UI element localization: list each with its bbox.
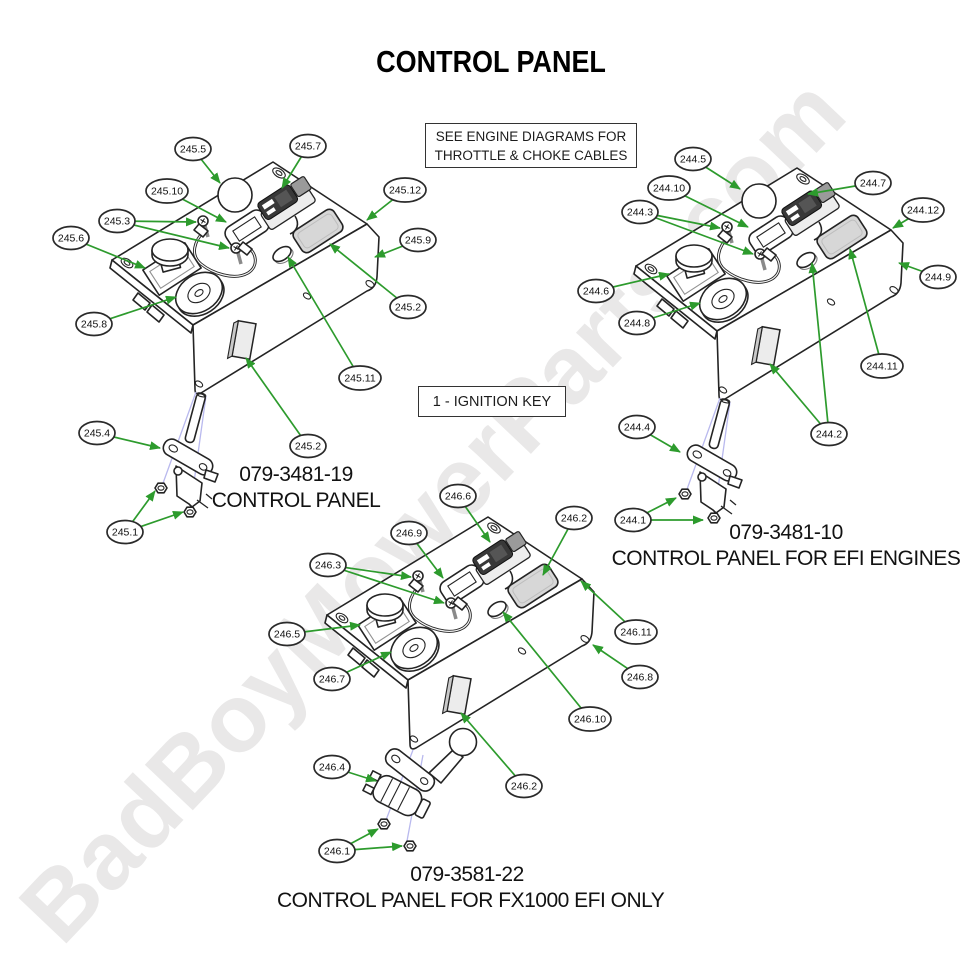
svg-text:244.10: 244.10 (653, 183, 685, 195)
part-name: CONTROL PANEL FOR FX1000 EFI ONLY (277, 889, 665, 912)
svg-text:245.10: 245.10 (151, 186, 183, 198)
diagram-079-3481-19: 245.5 245.7 245.10 245.3 245.12 245.6 24… (52, 133, 437, 545)
callout: 244.8 (618, 310, 656, 336)
callout: 244.4 (618, 414, 656, 440)
callout: 246.4 (313, 754, 351, 780)
callout: 244.3 (621, 199, 659, 225)
callout: 244.9 (919, 264, 957, 290)
page-title: CONTROL PANEL (376, 44, 606, 79)
engine-note-text: SEE ENGINE DIAGRAMS FOR THROTTLE & CHOKE… (434, 128, 628, 163)
svg-text:245.9: 245.9 (405, 235, 431, 247)
svg-text:245.5: 245.5 (180, 144, 206, 156)
label-diagram-2: 079-3481-10 CONTROL PANEL FOR EFI ENGINE… (606, 519, 966, 572)
svg-text:244.9: 244.9 (925, 272, 951, 284)
callout: 246.9 (390, 520, 428, 546)
svg-text:245.8: 245.8 (81, 319, 107, 331)
callout: 244.7 (854, 170, 892, 196)
callout: 244.12 (901, 197, 945, 223)
callout: 245.6 (52, 225, 90, 251)
svg-text:244.8: 244.8 (624, 318, 650, 330)
callout: 244.10 (647, 175, 691, 201)
callout: 246.3 (309, 552, 347, 578)
callout: 246.6 (439, 483, 477, 509)
diagram-079-3581-22: 246.6 246.9 246.2 246.3 246.5 246.11 246… (268, 483, 659, 864)
callout: 245.4 (78, 420, 116, 446)
svg-text:245.7: 245.7 (295, 141, 321, 153)
part-number: 079-3581-22 (410, 863, 524, 886)
part-name: CONTROL PANEL (211, 489, 381, 512)
callout: 246.11 (614, 619, 658, 645)
svg-text:244.12: 244.12 (907, 205, 939, 217)
svg-text:246.2: 246.2 (511, 781, 537, 793)
callout: 245.10 (145, 178, 189, 204)
ignition-key-note-box: 1 - IGNITION KEY (418, 386, 566, 417)
callout: 244.11 (860, 353, 904, 379)
svg-text:245.3: 245.3 (104, 216, 130, 228)
svg-text:246.3: 246.3 (315, 560, 341, 572)
label-diagram-1: 079-3481-19 CONTROL PANEL (146, 461, 446, 514)
callout: 244.5 (674, 146, 712, 172)
diagram-079-3481-10: 244.5 244.7 244.10 244.3 244.12 244.6 24… (577, 146, 957, 533)
engine-note-box: SEE ENGINE DIAGRAMS FOR THROTTLE & CHOKE… (425, 123, 637, 168)
svg-text:244.2: 244.2 (816, 429, 842, 441)
callout: 245.8 (75, 311, 113, 337)
callout: 245.9 (399, 227, 437, 253)
svg-text:246.4: 246.4 (319, 762, 345, 774)
callout: 244.6 (577, 278, 615, 304)
callout: 246.8 (621, 664, 659, 690)
svg-text:245.1: 245.1 (112, 527, 138, 539)
svg-text:246.1: 246.1 (324, 846, 350, 858)
key-hole (741, 183, 777, 219)
callout: 245.11 (338, 365, 382, 391)
svg-text:244.6: 244.6 (583, 286, 609, 298)
svg-text:245.11: 245.11 (344, 373, 375, 385)
svg-text:244.7: 244.7 (860, 178, 886, 190)
callout: 246.5 (268, 621, 306, 647)
svg-text:245.2: 245.2 (295, 441, 321, 453)
label-diagram-3: 079-3581-22 CONTROL PANEL FOR FX1000 EFI… (277, 861, 665, 914)
callout: 244.2 (810, 421, 848, 447)
part-number: 079-3481-19 (239, 463, 353, 486)
part-name: CONTROL PANEL FOR EFI ENGINES (611, 547, 961, 570)
callout: 246.1 (318, 838, 356, 864)
svg-text:244.1: 244.1 (620, 515, 646, 527)
svg-text:245.12: 245.12 (389, 185, 421, 197)
svg-text:245.2: 245.2 (395, 302, 421, 314)
callout: 246.2 (555, 505, 593, 531)
svg-text:246.8: 246.8 (627, 672, 653, 684)
part-number: 079-3481-10 (729, 521, 843, 544)
svg-text:246.6: 246.6 (445, 491, 471, 503)
svg-text:246.11: 246.11 (620, 627, 651, 639)
svg-text:245.4: 245.4 (84, 428, 110, 440)
callout: 246.7 (313, 666, 351, 692)
svg-text:245.6: 245.6 (58, 233, 84, 245)
callout: 246.2 (505, 773, 543, 799)
callouts-244: 244.5 244.7 244.10 244.3 244.12 244.6 24… (577, 146, 957, 533)
svg-text:246.7: 246.7 (319, 674, 345, 686)
callout: 245.2 (389, 294, 427, 320)
callout: 245.1 (106, 519, 144, 545)
svg-text:244.5: 244.5 (680, 154, 706, 166)
svg-text:244.11: 244.11 (866, 361, 897, 373)
svg-text:244.3: 244.3 (627, 207, 653, 219)
svg-text:246.2: 246.2 (561, 513, 587, 525)
callout: 245.7 (289, 133, 327, 159)
callout: 245.2 (289, 433, 327, 459)
callout: 244.1 (614, 507, 652, 533)
callout: 245.3 (98, 208, 136, 234)
callout: 245.12 (383, 177, 427, 203)
callout: 245.5 (174, 136, 212, 162)
svg-text:246.5: 246.5 (274, 629, 300, 641)
ignition-note-text: 1 - IGNITION KEY (432, 393, 552, 410)
callouts-245: 245.5 245.7 245.10 245.3 245.12 245.6 24… (52, 133, 437, 545)
svg-text:246.10: 246.10 (574, 714, 606, 726)
key-hole (217, 177, 253, 213)
callouts-246: 246.6 246.9 246.2 246.3 246.5 246.11 246… (268, 483, 659, 864)
svg-text:246.9: 246.9 (396, 528, 422, 540)
callout: 246.10 (568, 706, 612, 732)
svg-text:244.4: 244.4 (624, 422, 650, 434)
